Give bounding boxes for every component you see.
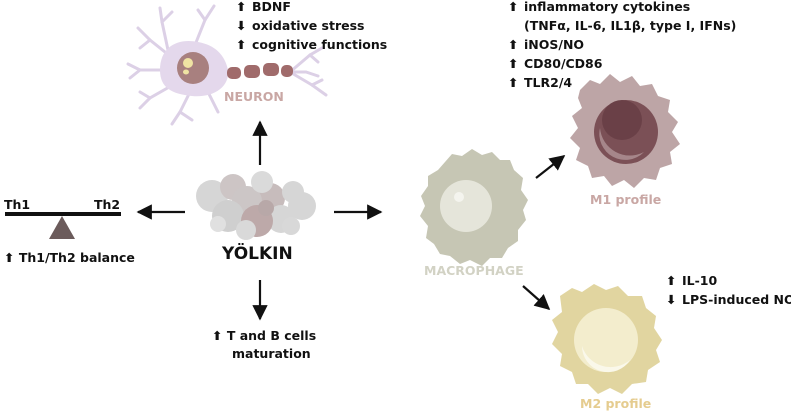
neuron-effect-text: cognitive functions bbox=[252, 37, 388, 52]
neuron-effects: ⬆ BDNF ⬇ oxidative stress ⬆ cognitive funct… bbox=[236, 0, 387, 54]
neuron-label: NEURON bbox=[224, 89, 284, 104]
neuron-effect-3: ⬆ cognitive functions bbox=[236, 35, 387, 54]
up-arrow-icon: ⬆ bbox=[236, 37, 247, 52]
m1-effect-1: ⬆ inflammatory cytokines bbox=[508, 0, 736, 16]
up-arrow-icon: ⬆ bbox=[236, 0, 247, 14]
m1-label: M1 profile bbox=[590, 192, 662, 207]
neuron-effect-text: oxidative stress bbox=[252, 18, 365, 33]
up-arrow-icon: ⬆ bbox=[666, 273, 677, 288]
lymphocyte-line-2: maturation bbox=[232, 346, 311, 361]
down-arrow-icon: ⬇ bbox=[236, 18, 247, 33]
m1-effects: ⬆ inflammatory cytokines (TNFα, IL-6, IL1… bbox=[508, 0, 736, 92]
up-arrow-icon: ⬆ bbox=[4, 250, 15, 265]
m2-effect-2: ⬇ LPS-induced NO bbox=[666, 290, 791, 309]
lymphocyte-line-1: ⬆ T and B cells bbox=[212, 328, 317, 343]
m2-effect-text: LPS-induced NO bbox=[682, 292, 791, 307]
balance-effect: ⬆ Th1/Th2 balance bbox=[4, 250, 135, 265]
up-arrow-icon: ⬆ bbox=[508, 37, 519, 52]
m1-effect-2: (TNFα, IL-6, IL1β, type I, IFNs) bbox=[508, 16, 736, 35]
m1-effect-4: ⬆ CD80/CD86 bbox=[508, 54, 736, 73]
m1-effect-text: inflammatory cytokines bbox=[524, 0, 691, 14]
neuron-cell bbox=[126, 4, 328, 126]
m2-label: M2 profile bbox=[580, 396, 652, 411]
neuron-effect-text: BDNF bbox=[252, 0, 291, 14]
m2-effect-text: IL-10 bbox=[682, 273, 718, 288]
macrophage-cell bbox=[420, 149, 528, 266]
neuron-effect-2: ⬇ oxidative stress bbox=[236, 16, 387, 35]
balance-effect-text: Th1/Th2 balance bbox=[18, 250, 135, 265]
m1-effect-text: (TNFα, IL-6, IL1β, type I, IFNs) bbox=[524, 18, 737, 33]
down-arrow-icon: ⬇ bbox=[666, 292, 677, 307]
balance-scale bbox=[5, 212, 121, 239]
macrophage-label: MACROPHAGE bbox=[424, 263, 524, 278]
m1-effect-3: ⬆ iNOS/NO bbox=[508, 35, 736, 54]
m1-effect-text: CD80/CD86 bbox=[524, 56, 603, 71]
up-arrow-icon: ⬆ bbox=[508, 0, 519, 14]
lymphocyte-text-1: T and B cells bbox=[226, 328, 317, 343]
up-arrow-icon: ⬆ bbox=[508, 75, 519, 90]
up-arrow-icon: ⬆ bbox=[508, 56, 519, 71]
center-title: YÖLKIN bbox=[222, 244, 293, 264]
arrows bbox=[136, 120, 566, 321]
m1-effect-5: ⬆ TLR2/4 bbox=[508, 73, 736, 92]
m2-cell bbox=[552, 284, 662, 394]
yolkin-particles bbox=[196, 171, 316, 240]
m1-effect-text: iNOS/NO bbox=[524, 37, 585, 52]
balance-right-label: Th2 bbox=[94, 197, 121, 212]
m2-effect-1: ⬆ IL-10 bbox=[666, 271, 791, 290]
m1-cell bbox=[570, 74, 680, 188]
m2-effects: ⬆ IL-10 ⬇ LPS-induced NO bbox=[666, 271, 791, 309]
balance-left-label: Th1 bbox=[4, 197, 31, 212]
up-arrow-icon: ⬆ bbox=[212, 328, 223, 343]
m1-effect-text: TLR2/4 bbox=[524, 75, 573, 90]
neuron-effect-1: ⬆ BDNF bbox=[236, 0, 387, 16]
